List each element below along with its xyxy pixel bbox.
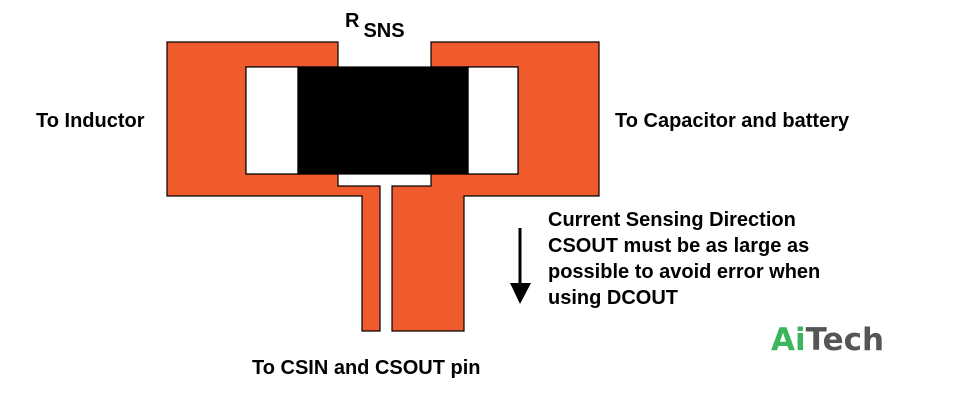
note-line: Current Sensing Direction — [548, 209, 796, 231]
aitech-watermark-logo: AiTech — [771, 322, 884, 358]
to-capacitor-battery-label: To Capacitor and battery — [615, 110, 850, 132]
note-line: possible to avoid error when — [548, 261, 821, 283]
watermark-part-tech: Tech — [805, 322, 885, 358]
watermark-part-ai: Ai — [771, 322, 806, 358]
resistor-terminal-right — [467, 66, 519, 175]
resistor-terminal-left — [245, 66, 299, 175]
note-line: CSOUT must be as large as — [548, 235, 810, 257]
rsns-label-main: R — [345, 10, 360, 32]
resistor-body — [297, 66, 469, 175]
note-line: using DCOUT — [548, 287, 678, 309]
to-csin-csout-label: To CSIN and CSOUT pin — [252, 357, 481, 379]
current-direction-arrow-head — [510, 283, 531, 304]
rsns-label-subscript: SNS — [363, 20, 405, 42]
current-sensing-note: Current Sensing Direction CSOUT must be … — [548, 207, 820, 311]
to-inductor-label: To Inductor — [36, 110, 145, 132]
